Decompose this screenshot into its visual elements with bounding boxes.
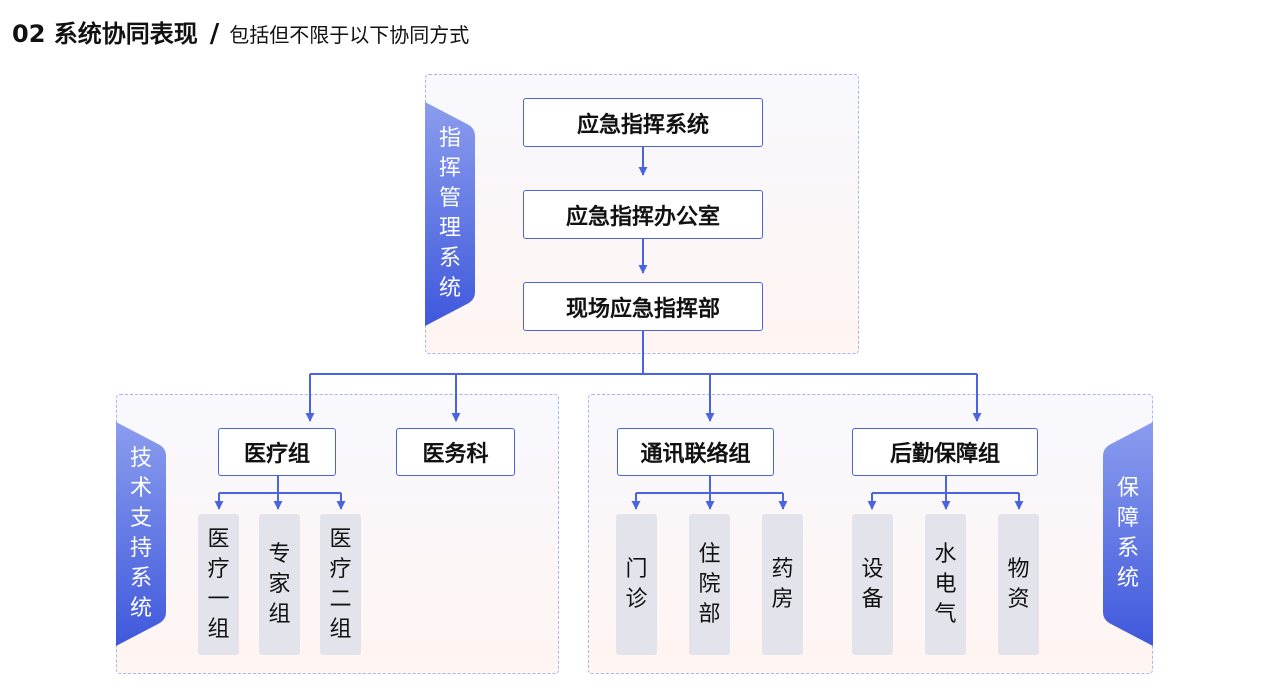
command-ribbon: 指 挥 管 理 系 统 bbox=[425, 102, 475, 326]
page-subtitle: 包括但不限于以下协同方式 bbox=[229, 23, 470, 47]
ribbon-char: 技 bbox=[129, 446, 152, 471]
ribbon-char: 统 bbox=[1116, 566, 1139, 591]
leaf-char: 物 bbox=[1007, 556, 1030, 582]
leaf-utilities: 水电气 bbox=[925, 514, 966, 655]
leaf-pharmacy: 药房 bbox=[762, 514, 803, 655]
leaf-char: 组 bbox=[207, 616, 230, 642]
ribbon-char: 系 bbox=[438, 246, 461, 271]
leaf-char: 二 bbox=[329, 586, 352, 612]
leaf-char: 专 bbox=[268, 541, 291, 567]
leaf-char: 电 bbox=[934, 571, 957, 597]
ribbon-char: 系 bbox=[129, 566, 152, 591]
leaf-char: 设 bbox=[861, 556, 884, 582]
leaf-medical-team-2: 医疗二组 bbox=[320, 514, 361, 655]
ribbon-char: 保 bbox=[1116, 476, 1139, 501]
leaf-char: 气 bbox=[934, 601, 957, 627]
support-ribbon: 保 障 系 统 bbox=[1103, 422, 1153, 646]
leaf-char: 水 bbox=[934, 541, 957, 567]
tech-ribbon: 技 术 支 持 系 统 bbox=[116, 422, 166, 646]
ribbon-char: 管 bbox=[438, 186, 461, 211]
leaf-outpatient: 门诊 bbox=[616, 514, 657, 655]
leaf-char: 家 bbox=[268, 571, 291, 597]
ribbon-char: 指 bbox=[438, 126, 461, 151]
leaf-char: 医 bbox=[329, 526, 352, 552]
emergency-command-office-box: 应急指挥办公室 bbox=[523, 190, 763, 239]
page-header: 02 系统协同表现 / 包括但不限于以下协同方式 bbox=[12, 14, 469, 50]
leaf-supplies: 物资 bbox=[998, 514, 1039, 655]
leaf-expert-team: 专家组 bbox=[259, 514, 300, 655]
leaf-char: 房 bbox=[771, 586, 794, 612]
ribbon-char: 持 bbox=[129, 536, 152, 561]
leaf-medical-team-1: 医疗一组 bbox=[198, 514, 239, 655]
leaf-char: 院 bbox=[698, 571, 721, 597]
leaf-char: 备 bbox=[861, 586, 884, 612]
leaf-char: 门 bbox=[625, 556, 648, 582]
ribbon-char: 理 bbox=[438, 216, 461, 241]
leaf-char: 药 bbox=[771, 556, 794, 582]
leaf-char: 一 bbox=[207, 586, 230, 612]
leaf-equipment: 设备 bbox=[852, 514, 893, 655]
communication-group-box: 通讯联络组 bbox=[617, 428, 774, 476]
leaf-char: 组 bbox=[329, 616, 352, 642]
ribbon-char: 统 bbox=[438, 276, 461, 301]
leaf-char: 组 bbox=[268, 601, 291, 627]
ribbon-char: 系 bbox=[1116, 536, 1139, 561]
leaf-char: 疗 bbox=[329, 556, 352, 582]
ribbon-char: 障 bbox=[1116, 506, 1139, 531]
leaf-char: 部 bbox=[698, 601, 721, 627]
leaf-inpatient: 住院部 bbox=[689, 514, 730, 655]
leaf-char: 诊 bbox=[625, 586, 648, 612]
leaf-char: 医 bbox=[207, 526, 230, 552]
medical-group-box: 医疗组 bbox=[218, 428, 336, 476]
medical-affairs-box: 医务科 bbox=[396, 428, 515, 476]
emergency-command-system-box: 应急指挥系统 bbox=[523, 98, 763, 147]
leaf-char: 资 bbox=[1007, 586, 1030, 612]
leaf-char: 疗 bbox=[207, 556, 230, 582]
page-title: 02 系统协同表现 bbox=[12, 20, 198, 48]
ribbon-char: 支 bbox=[129, 506, 152, 531]
onsite-command-post-box: 现场应急指挥部 bbox=[523, 282, 763, 331]
leaf-char: 住 bbox=[698, 541, 721, 567]
ribbon-char: 挥 bbox=[438, 156, 461, 181]
logistics-group-box: 后勤保障组 bbox=[852, 428, 1038, 476]
title-separator: / bbox=[209, 19, 220, 49]
ribbon-char: 术 bbox=[129, 476, 152, 501]
ribbon-char: 统 bbox=[129, 596, 152, 621]
